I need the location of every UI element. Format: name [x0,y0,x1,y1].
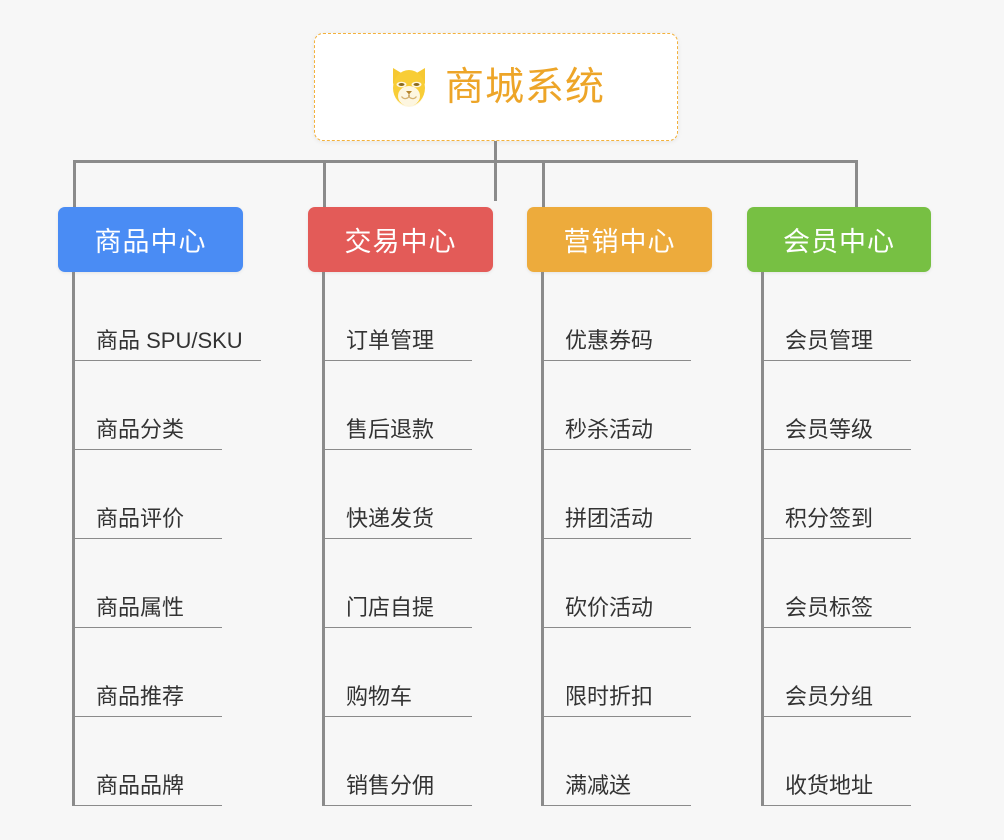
leaf-item[interactable]: 售后退款 [322,361,472,450]
leaf-label: 商品推荐 [96,684,185,710]
leaf-item[interactable]: 商品推荐 [72,628,222,717]
branch-header-label-3: 会员中心 [783,227,895,257]
leaf-item[interactable]: 收货地址 [761,717,911,806]
branch-header-label-1: 交易中心 [344,227,457,257]
leaf-item[interactable]: 会员标签 [761,539,911,628]
branch-header-0[interactable]: 商品中心 [58,207,243,272]
leaf-label: 商品分类 [96,417,185,443]
leaf-item[interactable]: 积分签到 [761,450,911,539]
leaf-item[interactable]: 会员分组 [761,628,911,717]
leaf-label: 快递发货 [346,506,435,532]
leaf-label: 秒杀活动 [565,417,654,443]
connector-root-stem [494,141,497,201]
leaf-item[interactable]: 购物车 [322,628,472,717]
leaf-item[interactable]: 商品属性 [72,539,222,628]
leaf-label: 优惠券码 [565,328,654,354]
branch-交易中心: 交易中心 订单管理 售后退款 快递发货 门店自提 购物车 销售分佣 [308,207,493,806]
branch-营销中心: 营销中心 优惠券码 秒杀活动 拼团活动 砍价活动 限时折扣 满减送 [527,207,712,806]
leaf-item[interactable]: 拼团活动 [541,450,691,539]
leaf-item[interactable]: 商品 SPU/SKU [72,272,261,361]
branch-spine-1 [322,272,325,806]
branch-body-2: 优惠券码 秒杀活动 拼团活动 砍价活动 限时折扣 满减送 [527,272,712,806]
leaf-item[interactable]: 商品品牌 [72,717,222,806]
branch-header-2[interactable]: 营销中心 [527,207,712,272]
branch-body-0: 商品 SPU/SKU 商品分类 商品评价 商品属性 商品推荐 商品品牌 [58,272,261,806]
leaf-item[interactable]: 优惠券码 [541,272,691,361]
root-node[interactable]: 商城系统 [314,33,678,141]
leaf-label: 满减送 [565,773,632,799]
branch-商品中心: 商品中心 商品 SPU/SKU 商品分类 商品评价 商品属性 商品推荐 商品品牌 [58,207,261,806]
branch-body-3: 会员管理 会员等级 积分签到 会员标签 会员分组 收货地址 [747,272,931,806]
leaf-label: 拼团活动 [565,506,654,532]
leaf-item[interactable]: 限时折扣 [541,628,691,717]
root-title: 商城系统 [444,65,605,109]
leaf-item[interactable]: 会员等级 [761,361,911,450]
leaf-item[interactable]: 秒杀活动 [541,361,691,450]
leaf-label: 收货地址 [785,773,874,799]
leaf-label: 商品属性 [96,595,185,621]
leaf-label: 会员标签 [785,595,874,621]
leaf-item[interactable]: 订单管理 [322,272,472,361]
branch-header-label-0: 商品中心 [94,227,207,257]
leaf-item[interactable]: 砍价活动 [541,539,691,628]
leaf-item[interactable]: 销售分佣 [322,717,472,806]
leaf-label: 购物车 [346,684,413,710]
leaf-label: 会员管理 [785,328,874,354]
leaf-item[interactable]: 快递发货 [322,450,472,539]
connector-horizontal-bus [73,160,858,163]
leaf-item[interactable]: 商品分类 [72,361,222,450]
leaf-item[interactable]: 商品评价 [72,450,222,539]
branch-会员中心: 会员中心 会员管理 会员等级 积分签到 会员标签 会员分组 收货地址 [747,207,931,806]
branch-body-1: 订单管理 售后退款 快递发货 门店自提 购物车 销售分佣 [308,272,493,806]
leaf-label: 门店自提 [346,595,435,621]
leaf-label: 销售分佣 [346,773,435,799]
leaf-label: 会员等级 [785,417,874,443]
leaf-label: 砍价活动 [565,595,654,621]
leaf-label: 订单管理 [346,328,435,354]
connector-drop-2 [542,160,545,208]
branch-header-3[interactable]: 会员中心 [747,207,931,272]
leaf-label: 积分签到 [785,506,874,532]
shiba-dog-face-icon [392,68,425,107]
leaf-label: 商品品牌 [96,773,185,799]
leaf-label: 商品 SPU/SKU [96,328,243,354]
leaf-label: 会员分组 [785,684,874,710]
branch-spine-0 [72,272,75,806]
branch-header-1[interactable]: 交易中心 [308,207,493,272]
branch-header-label-2: 营销中心 [563,227,676,257]
leaf-item[interactable]: 会员管理 [761,272,911,361]
connector-drop-1 [323,160,326,208]
leaf-item[interactable]: 满减送 [541,717,691,806]
connector-drop-3 [855,160,858,208]
branch-spine-3 [761,272,764,806]
branch-spine-2 [541,272,544,806]
connector-drop-0 [73,160,76,208]
leaf-label: 商品评价 [96,506,185,532]
leaf-label: 售后退款 [346,417,435,443]
leaf-label: 限时折扣 [565,684,654,710]
leaf-item[interactable]: 门店自提 [322,539,472,628]
